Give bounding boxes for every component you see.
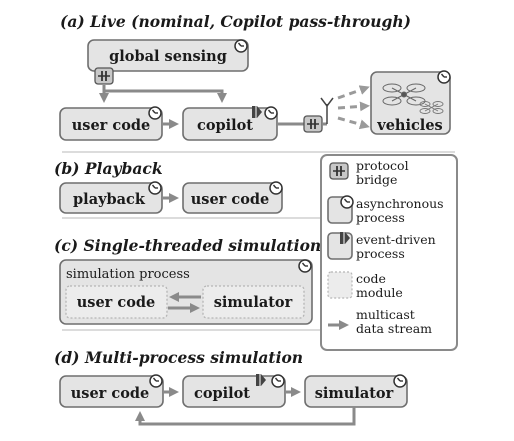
drone-icon [382, 83, 426, 106]
copilot-label-a: copilot [197, 117, 253, 134]
wireless-arrow-2 [337, 101, 370, 112]
user-code-label-b: user code [191, 191, 269, 208]
wireless-arrow-1 [337, 85, 370, 100]
simulator-label-d: simulator [315, 385, 394, 402]
simulator-label-c: simulator [214, 294, 293, 311]
section-a-title: (a) Live (nominal, Copilot pass-through) [60, 12, 411, 31]
clock-icon [393, 374, 407, 388]
bridge-icon [94, 67, 114, 85]
arrow-gs-to-copilot [104, 89, 227, 103]
clock-icon [149, 374, 163, 388]
user-code-label-d: user code [71, 385, 149, 402]
legend-module-swatch [327, 271, 353, 299]
clock-icon [234, 39, 248, 53]
bridge-icon [329, 162, 349, 180]
clock-icon [148, 181, 162, 195]
simulator-box-d [304, 375, 408, 408]
user-code-module [65, 285, 168, 319]
clock-icon [271, 374, 285, 388]
global-sensing-box [87, 39, 249, 72]
legend-protocol-bridge: protocol bridge [356, 158, 413, 187]
section-d-title: (d) Multi-process simulation [54, 348, 303, 367]
legend-code-module: code module [356, 271, 403, 300]
vehicles-box [370, 71, 451, 135]
clock-icon [340, 195, 354, 209]
clock-icon [269, 181, 283, 195]
copilot-label-d: copilot [194, 385, 250, 402]
clock-icon [148, 106, 162, 120]
wireless-arrow-3 [337, 116, 370, 130]
simulation-process-label: simulation process [66, 267, 190, 282]
user-code-label-a: user code [72, 117, 150, 134]
clock-icon [298, 259, 312, 273]
global-sensing-label: global sensing [109, 48, 227, 65]
bridge-icon [303, 115, 323, 133]
simulator-module [202, 285, 305, 319]
legend-box [320, 154, 458, 351]
user-code-box-b [182, 182, 283, 214]
legend-event-driven: event-driven process [356, 232, 440, 261]
antenna-icon [320, 97, 334, 124]
playback-label: playback [73, 191, 146, 208]
arrow-simulator-to-usercode [135, 407, 356, 426]
section-c-title: (c) Single-threaded simulation [54, 236, 321, 255]
vehicles-label: vehicles [376, 117, 442, 134]
user-code-label-c: user code [77, 294, 155, 311]
clock-icon [437, 70, 451, 84]
section-b-title: (b) Playback [54, 159, 163, 178]
drone-icon [419, 101, 444, 114]
legend-async-process: asynchronous process [356, 196, 448, 225]
legend-multicast: multicast data stream [356, 307, 432, 336]
clock-icon [264, 106, 278, 120]
